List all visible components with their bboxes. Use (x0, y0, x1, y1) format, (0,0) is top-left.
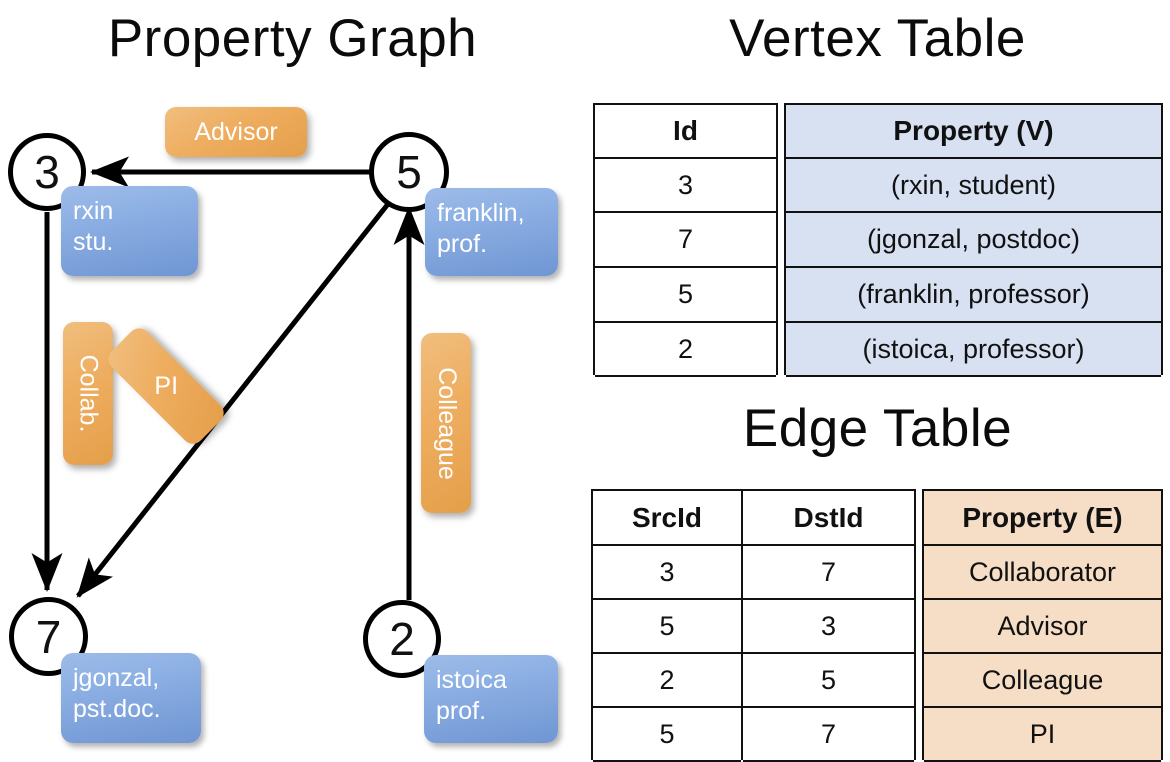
edge-table-dstid-column: DstId 7 3 5 7 (741, 489, 916, 762)
edge-property-badge-colleague-label: Colleague (432, 366, 461, 480)
node-property-badge-7: jgonzal, pst.doc. (61, 653, 201, 743)
edge-table-cell-dstid: 3 (743, 600, 914, 654)
edge-line-5-to-7 (76, 202, 390, 598)
edge-table-property-column: Property (E) Collaborator Advisor Collea… (922, 489, 1163, 762)
edge-property-badge-colleague: Colleague (421, 333, 471, 513)
vertex-table: Id 3 7 5 2 Property (V) (rxin, student) … (593, 103, 1163, 377)
edge-table-cell-property: PI (924, 708, 1161, 762)
edge-property-badge-advisor-label: Advisor (194, 117, 278, 146)
graph-node-2[interactable]: 2 (363, 600, 441, 678)
edge-table-cell-dstid: 7 (743, 708, 914, 762)
edge-table-cell-property: Advisor (924, 600, 1161, 654)
graph-edge-lines (31, 156, 425, 600)
graph-node-2-label: 2 (389, 613, 415, 665)
edge-table-cell-property: Collaborator (924, 546, 1161, 600)
vertex-table-property-column: Property (V) (rxin, student) (jgonzal, p… (784, 103, 1163, 377)
edge-property-badge-advisor: Advisor (165, 107, 307, 157)
graph-node-3-label: 3 (34, 146, 60, 198)
edge-table-header-srcid: SrcId (593, 491, 741, 546)
edge-property-badge-collab: Collab. (63, 322, 113, 465)
edge-table: SrcId 3 5 2 5 DstId 7 3 5 7 Property (E)… (591, 489, 1163, 762)
vertex-table-id-column: Id 3 7 5 2 (593, 103, 778, 377)
edge-table-srcid-column: SrcId 3 5 2 5 (591, 489, 743, 762)
edge-property-badge-collab-label: Collab. (74, 354, 103, 433)
vertex-table-cell-id: 3 (595, 159, 776, 213)
edge-table-header-dstid: DstId (743, 491, 914, 546)
edge-table-cell-dstid: 7 (743, 546, 914, 600)
property-graph-diagram: 3 5 7 2 rxin stu. franklin, prof. jgonza… (0, 0, 585, 760)
graph-node-7-label: 7 (35, 610, 62, 663)
vertex-table-header-property: Property (V) (786, 105, 1161, 159)
page-title-edge-table: Edge Table (742, 399, 1013, 458)
vertex-table-cell-id: 5 (595, 268, 776, 323)
node-property-badge-3: rxin stu. (61, 186, 198, 276)
edge-table-cell-srcid: 3 (593, 546, 741, 600)
vertex-table-cell-property: (istoica, professor) (786, 323, 1161, 377)
node-property-badge-5: franklin, prof. (425, 188, 558, 276)
edge-table-cell-srcid: 5 (593, 708, 741, 762)
vertex-table-header-id: Id (595, 105, 776, 159)
edge-property-badge-pi-label: PI (154, 371, 178, 400)
edge-table-cell-srcid: 2 (593, 654, 741, 708)
vertex-table-cell-property: (franklin, professor) (786, 268, 1161, 323)
edge-table-cell-srcid: 5 (593, 600, 741, 654)
vertex-table-cell-property: (rxin, student) (786, 159, 1161, 213)
edge-table-header-property: Property (E) (924, 491, 1161, 546)
node-property-badge-2: istoica prof. (424, 655, 558, 743)
page-title-property-graph: Property Graph (107, 9, 478, 68)
vertex-table-cell-property: (jgonzal, postdoc) (786, 213, 1161, 268)
vertex-table-cell-id: 2 (595, 323, 776, 377)
edge-table-cell-property: Colleague (924, 654, 1161, 708)
vertex-table-cell-id: 7 (595, 213, 776, 268)
graph-node-5-label: 5 (396, 146, 422, 198)
edge-table-cell-dstid: 5 (743, 654, 914, 708)
page-title-vertex-table: Vertex Table (729, 9, 1026, 68)
